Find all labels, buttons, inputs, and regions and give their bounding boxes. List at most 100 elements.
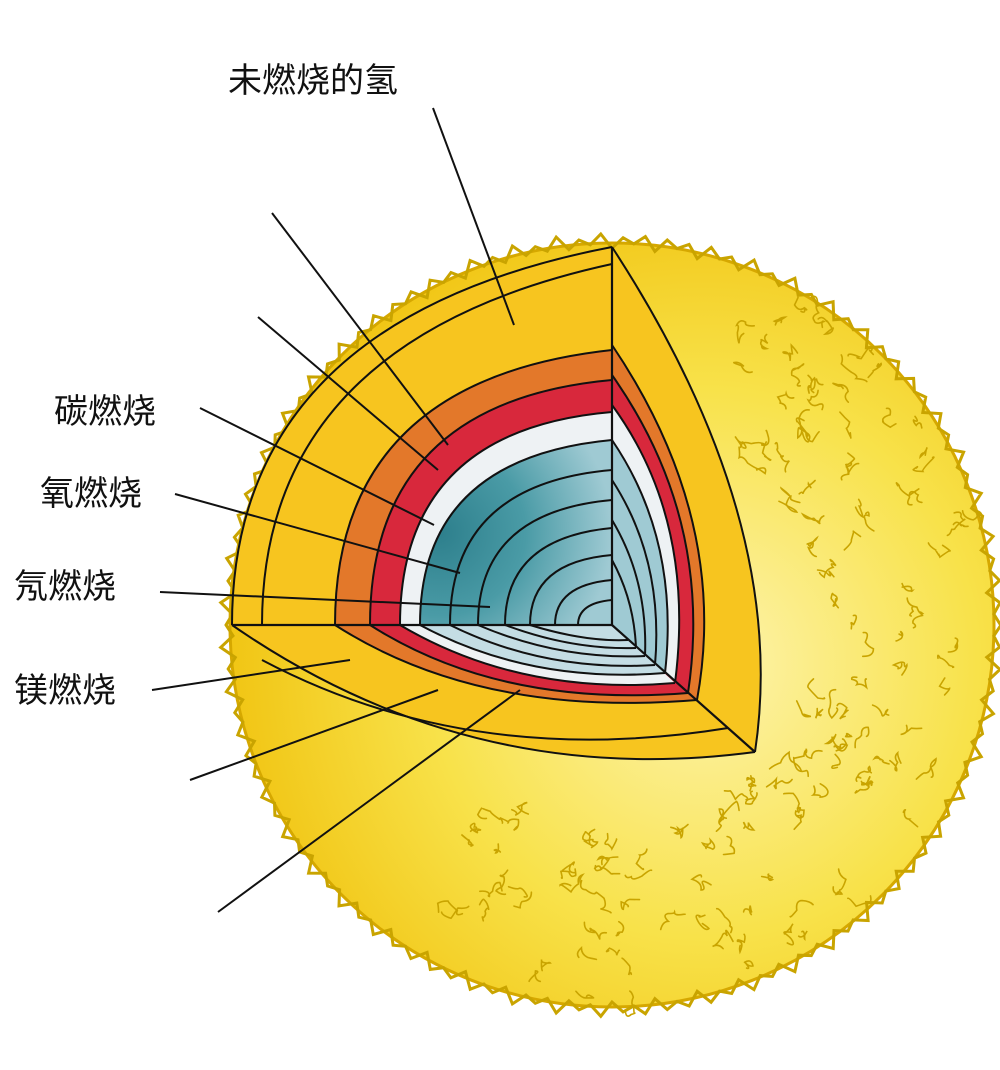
surface-squiggle: [806, 389, 824, 411]
surface-squiggle: [559, 873, 585, 894]
surface-squiggle: [782, 343, 799, 361]
surface-squiggle: [540, 959, 552, 972]
surface-squiggle: [830, 592, 840, 609]
surface-squiggle: [927, 542, 951, 559]
surface-squiggle: [499, 816, 520, 832]
core-right: [612, 440, 668, 673]
label-unburned-hydrogen: 未燃烧的氢: [228, 61, 398, 101]
surface-squiggle: [715, 808, 728, 832]
surface-squiggle: [915, 757, 937, 780]
surface-squiggle: [828, 688, 839, 720]
cutaway-right-face: [611, 246, 762, 753]
surface-squiggle: [715, 907, 733, 934]
surface-squiggle: [790, 363, 805, 387]
surface-squiggle: [807, 376, 824, 394]
surface-squiggle: [772, 316, 788, 326]
surface-squiggle: [743, 960, 754, 970]
surface-squiggle: [871, 704, 890, 717]
surface-squiggle: [624, 869, 653, 880]
surface-squiggle: [593, 865, 621, 875]
surface-squiggle: [768, 750, 802, 772]
surface-squiggle: [735, 320, 755, 344]
surface-squiggle: [733, 361, 753, 374]
surface-squiggle: [798, 479, 816, 495]
surface-squiggle: [440, 905, 470, 920]
surface-squiggle: [832, 382, 850, 403]
surface-squiggle: [900, 724, 923, 736]
surface-squiggle: [906, 597, 918, 617]
surface-squiggle: [798, 409, 810, 437]
label-oxygen-burning: 氧燃烧: [40, 474, 142, 514]
surface-squiggle: [511, 801, 530, 817]
surface-squiggle: [761, 441, 772, 461]
leader-helium-shell: [271, 212, 449, 446]
surface-squiggle: [747, 782, 757, 788]
surface-squiggle: [832, 868, 847, 896]
surface-squiggle: [615, 920, 625, 937]
surface-squiggle: [493, 843, 502, 854]
surface-squiggle: [579, 879, 612, 914]
surface-squiggle: [795, 700, 812, 718]
surface-squiggle: [889, 750, 902, 772]
surface-squiggle: [867, 362, 883, 379]
surface-squiggle: [670, 823, 689, 839]
leader-silicon-burning: [189, 689, 439, 781]
surface-squiggle: [806, 535, 819, 558]
surface-squiggle: [831, 736, 849, 752]
surface-squiggle: [528, 970, 542, 983]
surface-squiggle: [901, 582, 915, 593]
surface-squiggle: [793, 296, 808, 313]
surface-squiggle: [659, 909, 686, 931]
surface-squiggle: [495, 869, 509, 896]
surface-squiggle: [780, 486, 801, 504]
surface-squiggle: [583, 835, 599, 849]
surface-squiggle: [862, 631, 875, 658]
surface-squiggle: [594, 856, 610, 872]
surface-squiggle: [831, 753, 841, 770]
surface-squiggle: [635, 848, 648, 871]
surface-squiggle: [695, 914, 710, 931]
surface-squiggle: [807, 678, 826, 700]
surface-squiggle: [881, 407, 897, 429]
surface-squiggle: [559, 868, 577, 880]
surface-squiggle: [737, 446, 767, 475]
surface-squiggle: [818, 558, 837, 579]
surface-squiggle: [719, 800, 740, 824]
surface-squiggle: [912, 415, 923, 429]
surface-squiggle: [742, 905, 753, 916]
surface-squiggle: [961, 509, 983, 522]
surface-squiggle: [793, 748, 823, 760]
leader-neon-burning: [159, 591, 491, 608]
surface-squiggle: [815, 707, 824, 719]
surface-squiggle: [855, 765, 873, 782]
surface-squiggle: [891, 661, 908, 676]
surface-squiggle: [479, 881, 503, 898]
surface-squiggle: [919, 446, 928, 460]
surface-squiggle: [947, 637, 959, 653]
surface-squiggle: [507, 885, 528, 898]
cut-edges: [232, 247, 756, 753]
surface-squiggle: [621, 957, 633, 976]
surface-squiggle: [902, 809, 919, 828]
leader-lines: [151, 107, 521, 913]
surface-squiggle: [782, 792, 805, 819]
surface-squiggle: [840, 452, 856, 481]
surface-squiggle: [624, 990, 636, 1017]
surface-squiggle: [836, 702, 850, 720]
surface-squiggle: [436, 900, 464, 916]
surface-squiggle: [912, 456, 935, 473]
surface-squiggle: [576, 946, 598, 961]
surface-squiggle: [810, 783, 829, 798]
leader-oxygen-burning: [174, 493, 461, 574]
surface-squiggle: [912, 606, 925, 629]
leader-carbon-burning: [199, 407, 435, 526]
surface-squiggle: [854, 726, 870, 749]
surface-squiggle: [476, 806, 501, 821]
surface-squiggle: [872, 755, 890, 765]
surface-squiggle: [895, 630, 904, 642]
surface-squiggle: [817, 316, 835, 336]
surface-squiggle: [810, 295, 826, 329]
surface-squiggle: [835, 738, 848, 752]
